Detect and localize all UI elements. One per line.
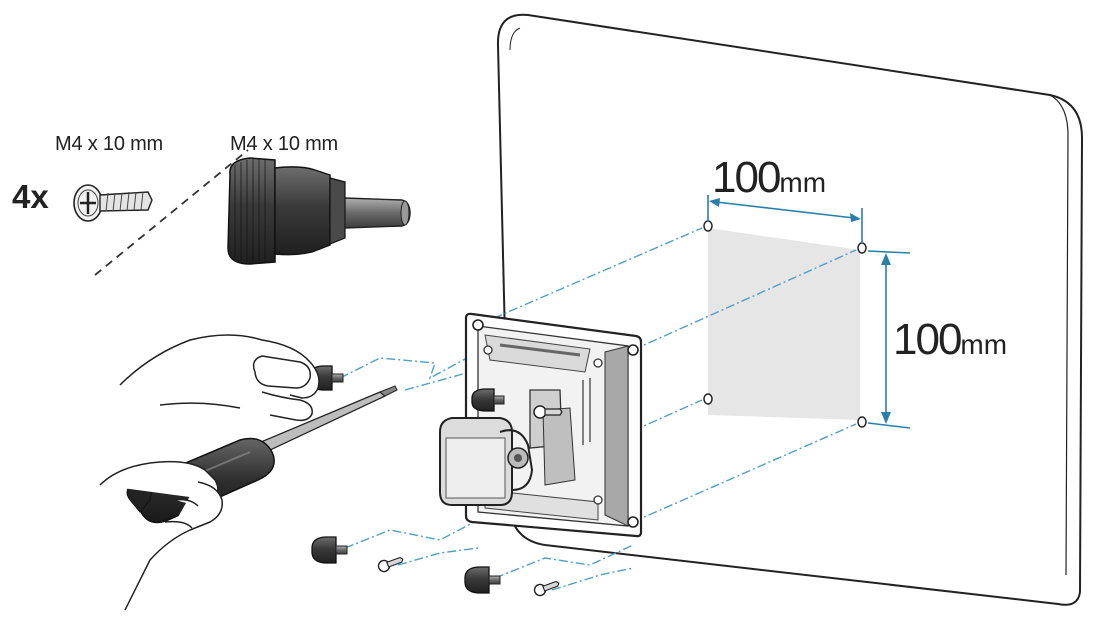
screw-spec-label-2: M4 x 10 mm — [230, 133, 339, 155]
thumb-screw-icon — [471, 388, 505, 412]
screw-spec-label-1: M4 x 10 mm — [55, 133, 164, 155]
width-unit: mm — [779, 167, 827, 198]
mount-area — [708, 228, 860, 420]
width-dimension-label: 100mm — [712, 153, 826, 203]
thumb-screw-icon — [464, 566, 501, 594]
height-dimension-line — [867, 250, 911, 429]
height-value: 100 — [893, 315, 962, 364]
width-value: 100 — [712, 153, 781, 202]
height-dimension-label: 100mm — [893, 315, 1007, 365]
screw-icon — [533, 405, 563, 419]
hand-icon — [99, 460, 223, 611]
width-dimension-line — [707, 195, 863, 244]
screw-icon — [73, 184, 153, 222]
height-unit: mm — [960, 329, 1008, 360]
thumb-screw-icon — [227, 157, 411, 265]
hand-icon — [119, 334, 320, 422]
divider-line — [94, 149, 249, 276]
screw-icon — [377, 556, 404, 573]
vesa-bracket-icon — [439, 312, 643, 538]
screwdriver-icon — [126, 385, 398, 524]
screw-count-label: 4x — [12, 178, 49, 215]
screw-icon — [533, 580, 560, 597]
thumb-screw-icon — [311, 536, 348, 564]
